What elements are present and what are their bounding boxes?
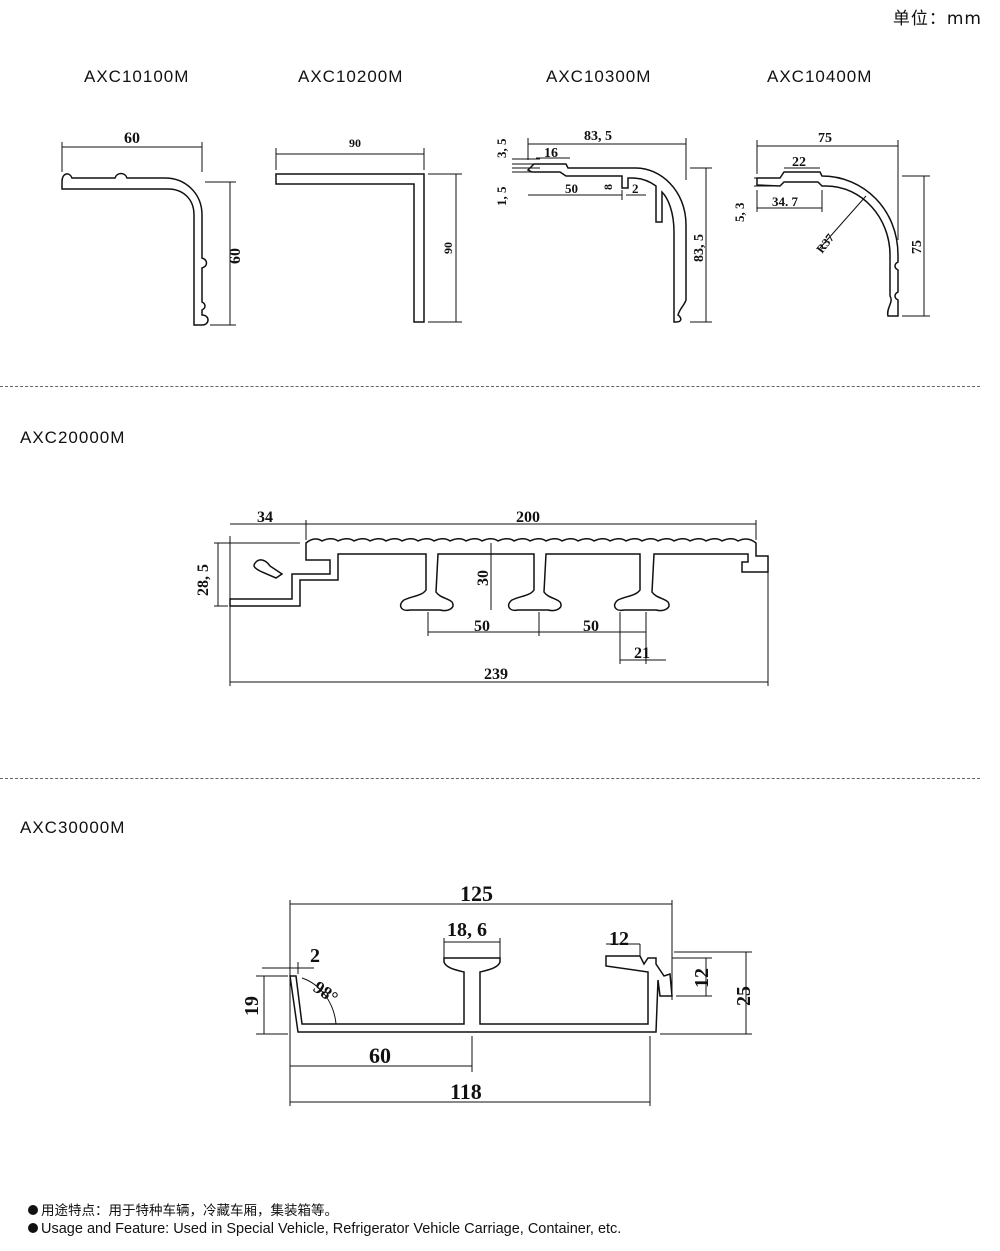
dim-base-thickness: 1, 5 — [494, 186, 509, 206]
profile-outline-axc10100m — [61, 172, 209, 326]
profile-outline-axc30000m — [289, 955, 673, 1033]
dim-total-width: 239 — [484, 666, 508, 683]
dim-width: 75 — [818, 131, 832, 146]
dim-inner-width: 50 — [565, 181, 578, 196]
profile-code-axc20000m: AXC20000M — [20, 428, 126, 447]
profile-code-axc10300m: AXC10300M — [546, 67, 652, 86]
dim-height: 75 — [910, 240, 925, 254]
dim-hook-width: 34 — [257, 509, 273, 526]
profile-outline-axc10300m — [526, 163, 687, 323]
dim-rib-spacing-2: 50 — [583, 618, 599, 635]
dim-right-offset: 12 — [691, 968, 713, 988]
dim-deck-width: 200 — [516, 509, 540, 526]
dim-lip-width: 22 — [792, 155, 806, 170]
usage-note-zh: 用途特点：用于特种车辆，冷藏车厢，集装箱等。 — [28, 1202, 621, 1220]
drawing-axc10400m: 75 22 5, 3 34. 7 R37 75 — [732, 131, 930, 317]
dim-left-height: 19 — [241, 996, 263, 1016]
profile-code-axc10200m: AXC10200M — [298, 67, 404, 86]
drawing-axc30000m: 125 18, 6 12 2 98° 19 12 25 60 118 — [241, 881, 755, 1106]
profile-outline-axc10400m — [756, 171, 899, 317]
dim-base-width: 118 — [450, 1079, 482, 1104]
dim-offset-height: 5, 3 — [732, 202, 747, 222]
dim-radius: R37 — [813, 231, 837, 256]
dim-width: 60 — [124, 130, 140, 147]
dim-right-flange: 12 — [609, 928, 629, 950]
dim-tab-height: 8 — [601, 184, 615, 190]
dim-center-flange: 18, 6 — [447, 919, 487, 941]
section-divider-1 — [0, 386, 980, 387]
profile-code-axc30000m: AXC30000M — [20, 818, 126, 837]
dim-rib-spacing-1: 50 — [474, 618, 490, 635]
unit-label: 单位：mm — [892, 9, 982, 29]
dim-angle: 98° — [310, 977, 342, 1008]
bullet-icon — [28, 1223, 38, 1233]
drawing-axc10200m: 90 90 — [275, 136, 462, 323]
dim-total-width: 125 — [460, 881, 493, 906]
dim-height: 60 — [227, 248, 244, 264]
dim-rib-height: 30 — [475, 570, 492, 586]
drawing-axc10300m: 83, 5 16 3, 5 1, 5 50 8 2 83, 5 — [494, 129, 712, 323]
dim-wall-thickness: 2 — [310, 945, 320, 967]
profile-outline-axc20000m — [229, 538, 769, 612]
dim-height: 28, 5 — [195, 564, 212, 596]
dim-height: 83, 5 — [692, 234, 707, 262]
dim-width: 90 — [349, 136, 361, 150]
dim-width: 83, 5 — [584, 129, 612, 144]
dim-height: 90 — [441, 242, 455, 254]
usage-notes: 用途特点：用于特种车辆，冷藏车厢，集装箱等。 Usage and Feature… — [28, 1202, 621, 1238]
profile-code-axc10100m: AXC10100M — [84, 67, 190, 86]
drawing-axc20000m: 34 200 28, 5 30 50 50 21 239 — [195, 509, 769, 686]
usage-note-en: Usage and Feature: Used in Special Vehic… — [28, 1220, 621, 1238]
dim-flange-width: 21 — [634, 645, 650, 662]
profile-code-axc10400m: AXC10400M — [767, 67, 873, 86]
dim-offset-width: 34. 7 — [772, 194, 799, 209]
dim-half-width: 60 — [369, 1043, 391, 1068]
bullet-icon — [28, 1205, 38, 1215]
dim-tab-gap: 2 — [632, 181, 639, 196]
dim-lip-height: 3, 5 — [494, 138, 509, 158]
dim-lip-width: 16 — [544, 146, 558, 161]
dim-total-height: 25 — [733, 986, 755, 1006]
profile-outline-axc10200m — [275, 173, 425, 323]
drawing-axc10100m: 60 60 — [61, 130, 244, 326]
section-divider-2 — [0, 778, 980, 779]
